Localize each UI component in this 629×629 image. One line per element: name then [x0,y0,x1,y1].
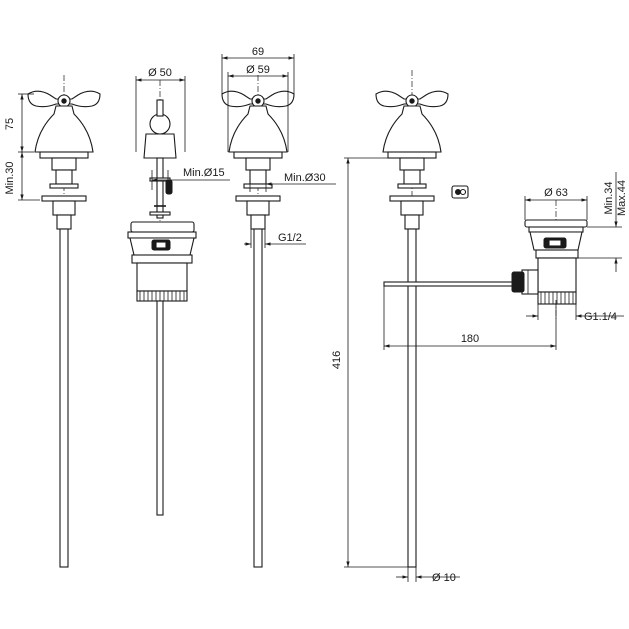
drain-view [384,172,624,350]
dim-min-34: Min.34 [603,181,615,214]
waste-thread [139,291,185,301]
dim-diameter-63: Ø 63 [544,187,568,199]
left-tap-view [18,75,101,568]
dim-max-44: Max.44 [616,180,628,216]
dim-diameter-10: Ø 10 [432,572,456,584]
dim-thread-g12: G1/2 [278,232,302,244]
right-tap-view [344,70,517,582]
dim-min-30: Min.30 [4,161,16,194]
dim-thread-g114: G1.1/4 [584,311,617,323]
dim-width-69: 69 [252,46,264,58]
cross-handle [27,90,101,108]
dim-min-hole-30: Min.Ø30 [284,172,326,184]
dim-diameter-50: Ø 50 [148,67,172,79]
dim-min-hole-15: Min.Ø15 [183,167,225,179]
popup-waste-view [127,76,230,516]
dim-length-180: 180 [461,333,479,345]
drain-thread [540,292,574,304]
dim-total-416: 416 [331,351,343,369]
middle-tap-view [221,54,336,568]
dim-tap-height: 75 [4,118,16,130]
dim-diameter-59: Ø 59 [246,64,270,76]
